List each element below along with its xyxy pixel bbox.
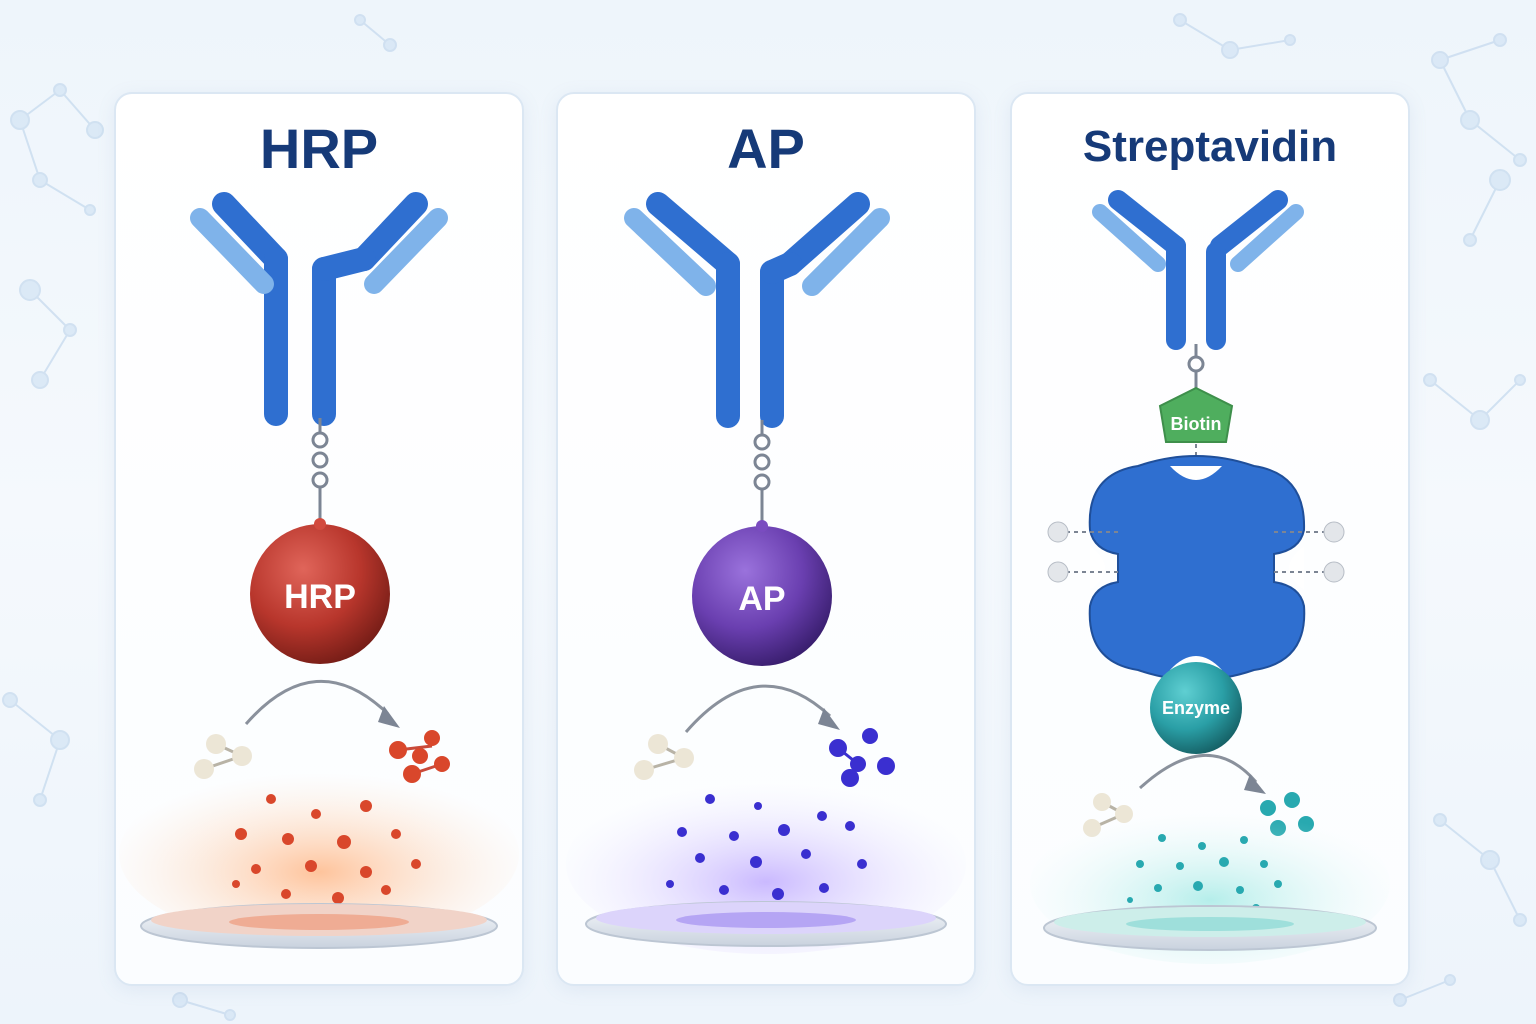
substrate-molecule bbox=[634, 734, 694, 780]
panel-title-streptavidin: Streptavidin bbox=[1082, 122, 1338, 171]
product-molecule bbox=[829, 728, 895, 787]
panel-title-ap: AP bbox=[727, 117, 805, 180]
dish bbox=[585, 901, 947, 947]
enzyme-label: Enzyme bbox=[1162, 698, 1230, 718]
panel-ap: AP bbox=[556, 92, 976, 986]
hrp-enzyme: HRP bbox=[250, 518, 390, 664]
reaction-arrow bbox=[684, 684, 840, 733]
signal-glow bbox=[119, 764, 519, 944]
linker-chain bbox=[1187, 344, 1205, 388]
panel-streptavidin: Streptavidin Biot bbox=[1010, 92, 1410, 986]
dish bbox=[1043, 905, 1377, 951]
biotin: Biotin bbox=[1158, 386, 1234, 443]
enzyme-label-hrp: HRP bbox=[284, 578, 356, 616]
streptavidin-tetramer bbox=[1088, 455, 1306, 681]
product-molecule bbox=[389, 730, 450, 783]
reaction-arrow bbox=[1138, 753, 1266, 794]
panel-hrp: HRP bbox=[114, 92, 524, 986]
antibody bbox=[190, 192, 448, 426]
biotin-binding-sites bbox=[1047, 521, 1345, 583]
linker-chain bbox=[753, 420, 771, 524]
enzyme: Enzyme bbox=[1150, 662, 1242, 754]
biotin-label: Biotin bbox=[1171, 414, 1222, 434]
enzyme-label-ap: AP bbox=[738, 580, 785, 618]
linker-chain bbox=[311, 418, 329, 522]
panel-title-hrp: HRP bbox=[259, 117, 379, 180]
antibody bbox=[624, 192, 890, 428]
reaction-arrow bbox=[244, 680, 400, 728]
ap-enzyme: AP bbox=[692, 520, 832, 666]
dish bbox=[140, 903, 498, 949]
antibody bbox=[1092, 190, 1304, 350]
signal-particles bbox=[666, 794, 867, 922]
substrate-molecule bbox=[194, 734, 252, 779]
